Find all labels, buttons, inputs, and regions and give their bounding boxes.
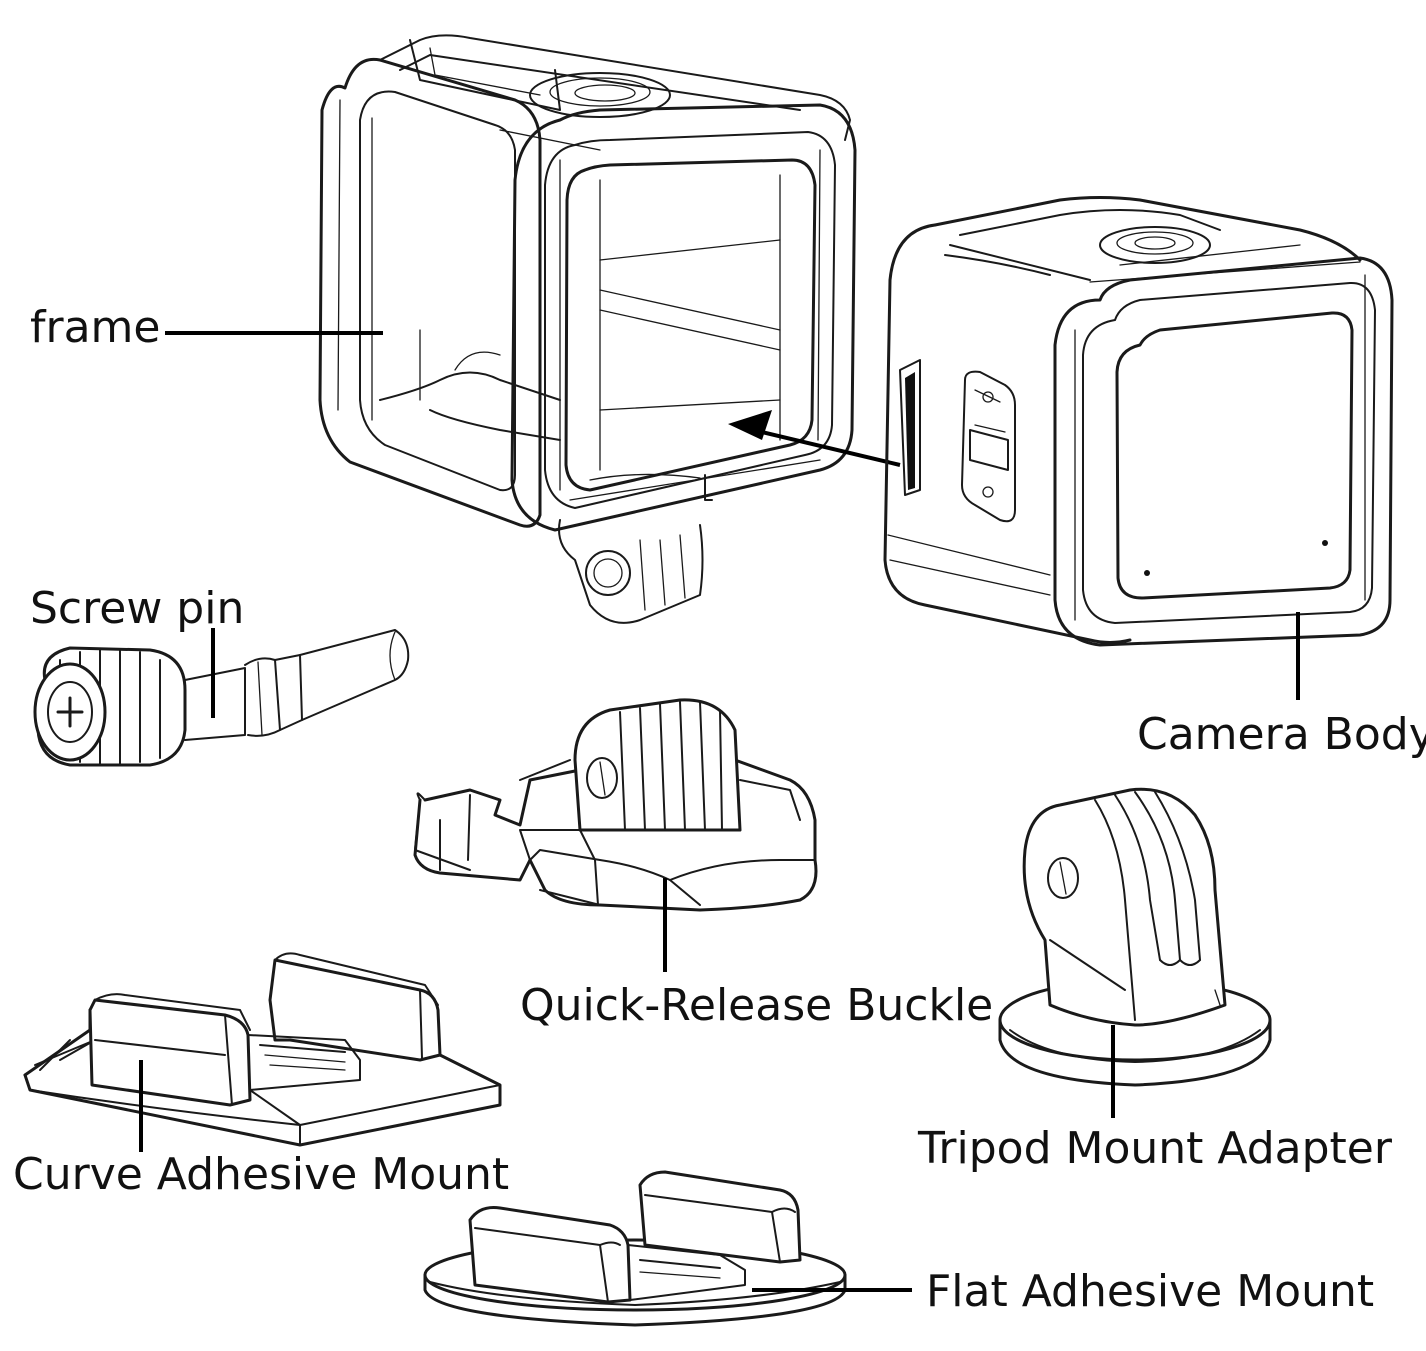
tripod-adapter-drawing [998, 787, 1272, 1087]
quick-release-drawing [413, 698, 818, 912]
screw-pin-label: Screw pin [30, 583, 245, 634]
insert-arrowhead [728, 410, 772, 440]
frame-drawing [318, 34, 857, 624]
curve-mount-drawing [23, 952, 502, 1147]
frame-label: frame [30, 302, 161, 353]
flat-mount-label: Flat Adhesive Mount [926, 1266, 1375, 1317]
tripod-adapter-label: Tripod Mount Adapter [918, 1123, 1392, 1174]
insert-arrow [744, 426, 901, 467]
curve-mount-label: Curve Adhesive Mount [13, 1149, 510, 1200]
camera-body-drawing [883, 196, 1394, 647]
screw-pin-drawing [33, 629, 410, 767]
camera-body-label: Camera Body [1137, 709, 1426, 760]
flat-mount-drawing [423, 1170, 847, 1327]
quick-release-label: Quick-Release Buckle [520, 980, 994, 1031]
